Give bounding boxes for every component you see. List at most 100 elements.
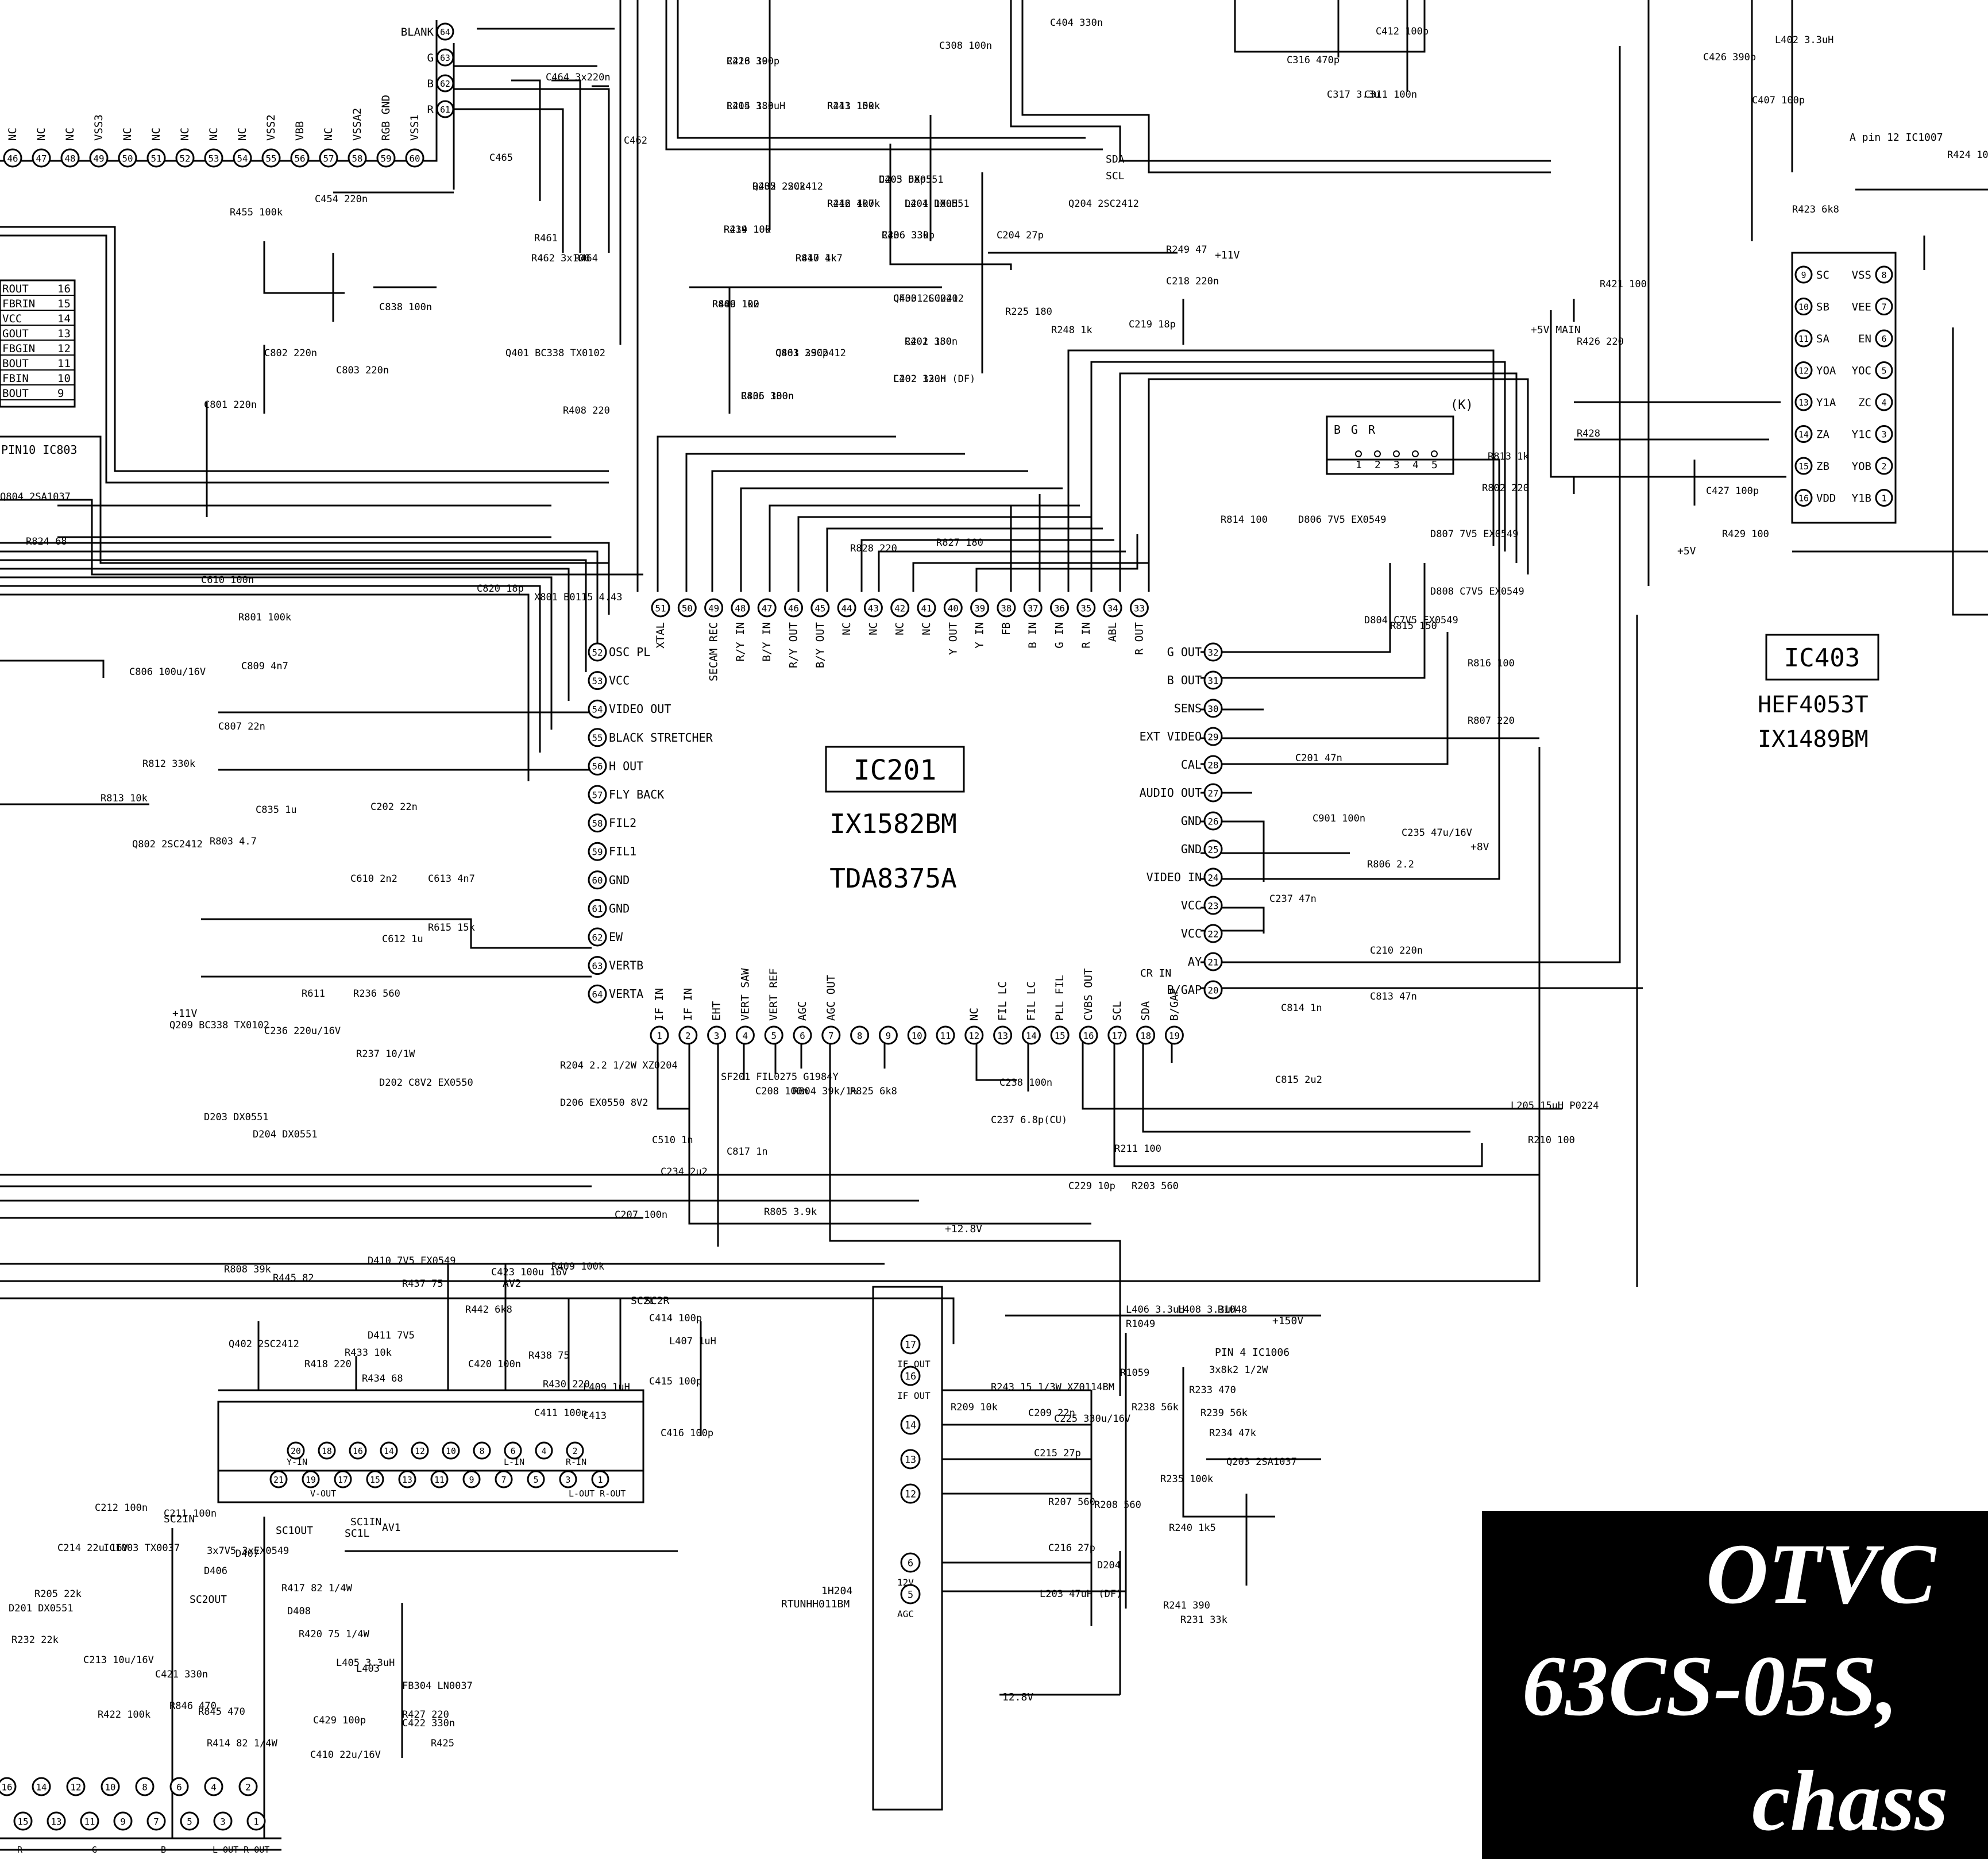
- ic201-pin-label-55: BLACK STRETCHER: [609, 731, 713, 745]
- component-label: R805 3.9k: [764, 1206, 817, 1218]
- component-label: R423 6k8: [1792, 204, 1839, 215]
- component-label: D201 DX0551: [9, 1603, 74, 1614]
- component-label: R420 75 1/4W: [299, 1629, 370, 1640]
- top-connector-label-59: RGB GND: [380, 95, 392, 141]
- component-label: R249 47: [1166, 244, 1207, 256]
- component-label: L407 1uH: [669, 1336, 716, 1347]
- component-label: L201 10uH: [905, 198, 958, 210]
- component-label: C311 100n: [1364, 89, 1417, 101]
- component-label: Q203 2SA1037: [1226, 1456, 1297, 1468]
- scart-upper-pin-14-circle: [380, 1441, 398, 1460]
- ic201-pin-61: 61: [592, 904, 603, 915]
- ic201-pin-34-circle: [1103, 598, 1122, 618]
- scart-upper-pin-5: 5: [534, 1475, 539, 1485]
- scart-lower-pin-7-circle: [146, 1811, 166, 1831]
- component-label: C613 4n7: [428, 873, 475, 885]
- rgb-pin-label-63: G: [427, 52, 434, 64]
- ic201-pin-47-circle: [757, 598, 777, 618]
- component-label: C402 330n: [893, 373, 946, 385]
- ic201-pin-4: 4: [743, 1030, 748, 1041]
- component-label: R845 470: [198, 1706, 245, 1718]
- ic201-ref-box: [825, 746, 965, 793]
- scart-lower-pin-8-circle: [135, 1777, 155, 1796]
- ic201-pin-label-37: B IN: [1026, 622, 1039, 649]
- ic201-pin-2: 2: [685, 1030, 690, 1041]
- ic201-pin-40-circle: [943, 598, 963, 618]
- component-label: C807 22n: [218, 721, 265, 732]
- component-label: C413: [583, 1410, 607, 1422]
- component-label: R611: [302, 988, 325, 1000]
- component-label: C463 390p: [775, 348, 828, 359]
- component-label: Q804 2SA1037: [0, 491, 71, 503]
- cb-header-label-R: R: [1368, 423, 1376, 437]
- scart-upper-pin-21-circle: [269, 1470, 288, 1488]
- voltage-label: +150V: [1272, 1315, 1303, 1327]
- ic201-pin-38-circle: [997, 598, 1016, 618]
- tuner-pin-13-circle: [900, 1449, 921, 1470]
- scart-lower-pin-10-circle: [101, 1777, 120, 1796]
- ic201-pin-label-51: XTAL: [654, 622, 667, 649]
- ic201-pin-50-circle: [677, 598, 697, 618]
- ic403-pin-label-16: VDD: [1816, 492, 1836, 505]
- ic403-pin-label-7: VEE: [1852, 301, 1871, 314]
- net-label: A pin 12 IC1007: [1850, 132, 1943, 144]
- component-label: R216 10: [727, 56, 768, 67]
- component-label: C237 6.8p(CU): [991, 1114, 1067, 1126]
- scart-lower-pin-11-circle: [80, 1811, 99, 1831]
- component-label: R232 22k: [11, 1634, 59, 1646]
- left-connector-num: 10: [57, 372, 71, 385]
- net-label: SC2OUT: [190, 1594, 227, 1606]
- top-connector-pin-47-circle: [32, 148, 51, 168]
- ic201-pin-26: 26: [1208, 816, 1219, 827]
- top-connector-label-56: VBB: [294, 121, 306, 141]
- ic201-pin-19: 19: [1169, 1030, 1180, 1041]
- component-label: C202 22n: [370, 801, 418, 813]
- ic403-pin-3: 3: [1882, 430, 1887, 439]
- ic201-pin-42-circle: [890, 598, 910, 618]
- ic201-pin-9: 9: [886, 1030, 891, 1041]
- component-label: R240 1k5: [1169, 1522, 1216, 1534]
- component-label: R202 180: [905, 336, 952, 348]
- component-label: R804 39k/1%: [793, 1086, 858, 1097]
- component-label: R438 75: [528, 1350, 570, 1362]
- ic201-pin-17: 17: [1111, 1030, 1122, 1041]
- scart-upper-pin-10: 10: [446, 1447, 456, 1456]
- top-connector-pin-55: 55: [266, 153, 277, 164]
- scart-upper-pin-16-circle: [349, 1441, 367, 1460]
- ic201-pin-40: 40: [948, 603, 959, 614]
- ic201-pin-45: 45: [814, 603, 825, 614]
- ic403-pin-2-circle: [1875, 457, 1893, 475]
- scart-upper-pin-16: 16: [353, 1447, 363, 1456]
- component-label: C234 2u2: [661, 1166, 708, 1178]
- component-label: R207 560: [1048, 1497, 1095, 1508]
- top-connector-pin-52: 52: [180, 153, 191, 164]
- component-label: R211 100: [1114, 1143, 1161, 1155]
- component-label: C454 220n: [315, 194, 368, 205]
- component-label: R435 220k: [752, 181, 805, 192]
- ic201-pin-37: 37: [1028, 603, 1039, 614]
- ic201-pin-label-29: EXT VIDEO: [1140, 730, 1202, 743]
- left-connector-note: PIN10 IC803: [1, 443, 77, 457]
- ic201-pin-51-circle: [651, 598, 670, 618]
- tuner-pin-17-circle: [900, 1334, 921, 1355]
- component-label: D807 7V5 EX0549: [1430, 529, 1519, 540]
- ic201-pin-60: 60: [592, 875, 603, 886]
- scart-upper-pin-4: 4: [542, 1447, 547, 1456]
- ic201-pin-label-7: AGC OUT: [825, 975, 837, 1021]
- component-label: C901 100n: [1313, 813, 1365, 824]
- component-label: D806 7V5 EX0549: [1298, 514, 1387, 526]
- ic201-pin-49-circle: [704, 598, 724, 618]
- title-line-2: 63CS-05S,: [1522, 1638, 1898, 1734]
- scart-lower-pin-15: 15: [18, 1816, 29, 1827]
- ic201-pin-9-circle: [878, 1025, 898, 1045]
- component-label: C801 220n: [204, 399, 257, 411]
- scart-lower-pin-4: 4: [211, 1781, 216, 1792]
- scart-lower-label: G: [92, 1845, 97, 1855]
- net-label: SC2IN: [164, 1513, 195, 1525]
- top-connector: 46NC47NC48NC49VSS350NC51NC52NC53NC54NC55…: [3, 95, 424, 168]
- component-label: C229 10p: [1068, 1181, 1115, 1192]
- scart-upper-pin-12-circle: [411, 1441, 429, 1460]
- component-label: R215 180: [727, 101, 774, 112]
